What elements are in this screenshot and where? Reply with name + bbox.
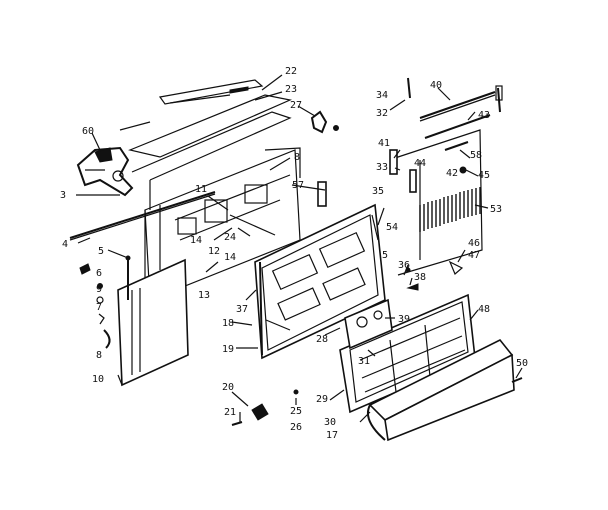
part-label: 8 [96,350,102,361]
part-57 [317,181,327,207]
part-label: 4 [62,239,68,250]
part-label: 5 [98,246,104,257]
part-label: 50 [516,358,528,369]
part-label: 40 [430,80,442,91]
part-label: 44 [414,158,426,169]
part-label: 53 [490,204,502,215]
part-label: 20 [222,382,234,393]
part-label: 36 [398,260,410,271]
part-label: 29 [316,394,328,405]
side-panel-10 [117,258,189,387]
part-label: 10 [92,374,104,385]
part-label: 54 [386,222,398,233]
part-label: 39 [398,314,410,325]
part-label: 7 [96,302,102,313]
part-label: 11 [195,184,207,195]
part-label: 30 [324,417,336,428]
part-label: 21 [224,407,236,418]
part-label: 31 [358,356,370,367]
louver-assembly-53 [394,129,483,276]
part-label: 42 [446,168,458,179]
part-label: 48 [478,304,490,315]
part-label: 57 [292,180,304,191]
part-label: 33 [376,162,388,173]
screw-50 [511,377,523,383]
part-label: 25 [290,406,302,417]
part-label: 38 [414,272,426,283]
part-label: 43 [478,110,490,121]
part-label: 37 [236,304,248,315]
part-label: 23 [285,84,297,95]
part-labels: 60 3 4 5 6 9 7 8 10 22 23 27 8 11 57 14 … [60,66,528,441]
part-label: 18 [222,318,234,329]
part-label: 13 [198,290,210,301]
part-label: 9 [96,284,102,295]
part-label: 58 [470,150,482,161]
knobs [231,389,299,426]
part-label: 35 [372,186,384,197]
part-label: 24 [224,232,236,243]
rod-4 [69,191,216,241]
front-door-48 [366,338,515,442]
small-hardware-right [405,260,464,291]
part-label: 60 [82,126,94,137]
part-label: 47 [468,250,480,261]
part-label: 32 [376,108,388,119]
part-label: 5 [382,250,388,261]
part-label: 12 [208,246,220,257]
louver-rods [389,77,503,193]
part-label: 28 [316,334,328,345]
top-strip-22-23 [158,79,264,105]
part-label: 3 [60,190,66,201]
part-label: 8 [294,152,300,163]
part-label: 14 [190,235,202,246]
part-label: 14 [224,252,236,263]
part-label: 26 [290,422,302,433]
bracket-27 [310,110,339,134]
part-label: 6 [96,268,102,279]
part-label: 34 [376,90,388,101]
part-label: 41 [378,138,390,149]
part-label: 46 [468,238,480,249]
part-label: 27 [290,100,302,111]
part-label: 17 [326,430,338,441]
grille-31 [339,293,476,414]
part-label: 19 [222,344,234,355]
control-bracket-60 [76,146,134,197]
part-label: 45 [478,170,490,181]
part-label: 22 [285,66,297,77]
front-frame-54 [254,203,386,360]
small-hardware-left [79,255,131,349]
filter-39 [344,298,393,350]
leader-lines [76,74,523,423]
